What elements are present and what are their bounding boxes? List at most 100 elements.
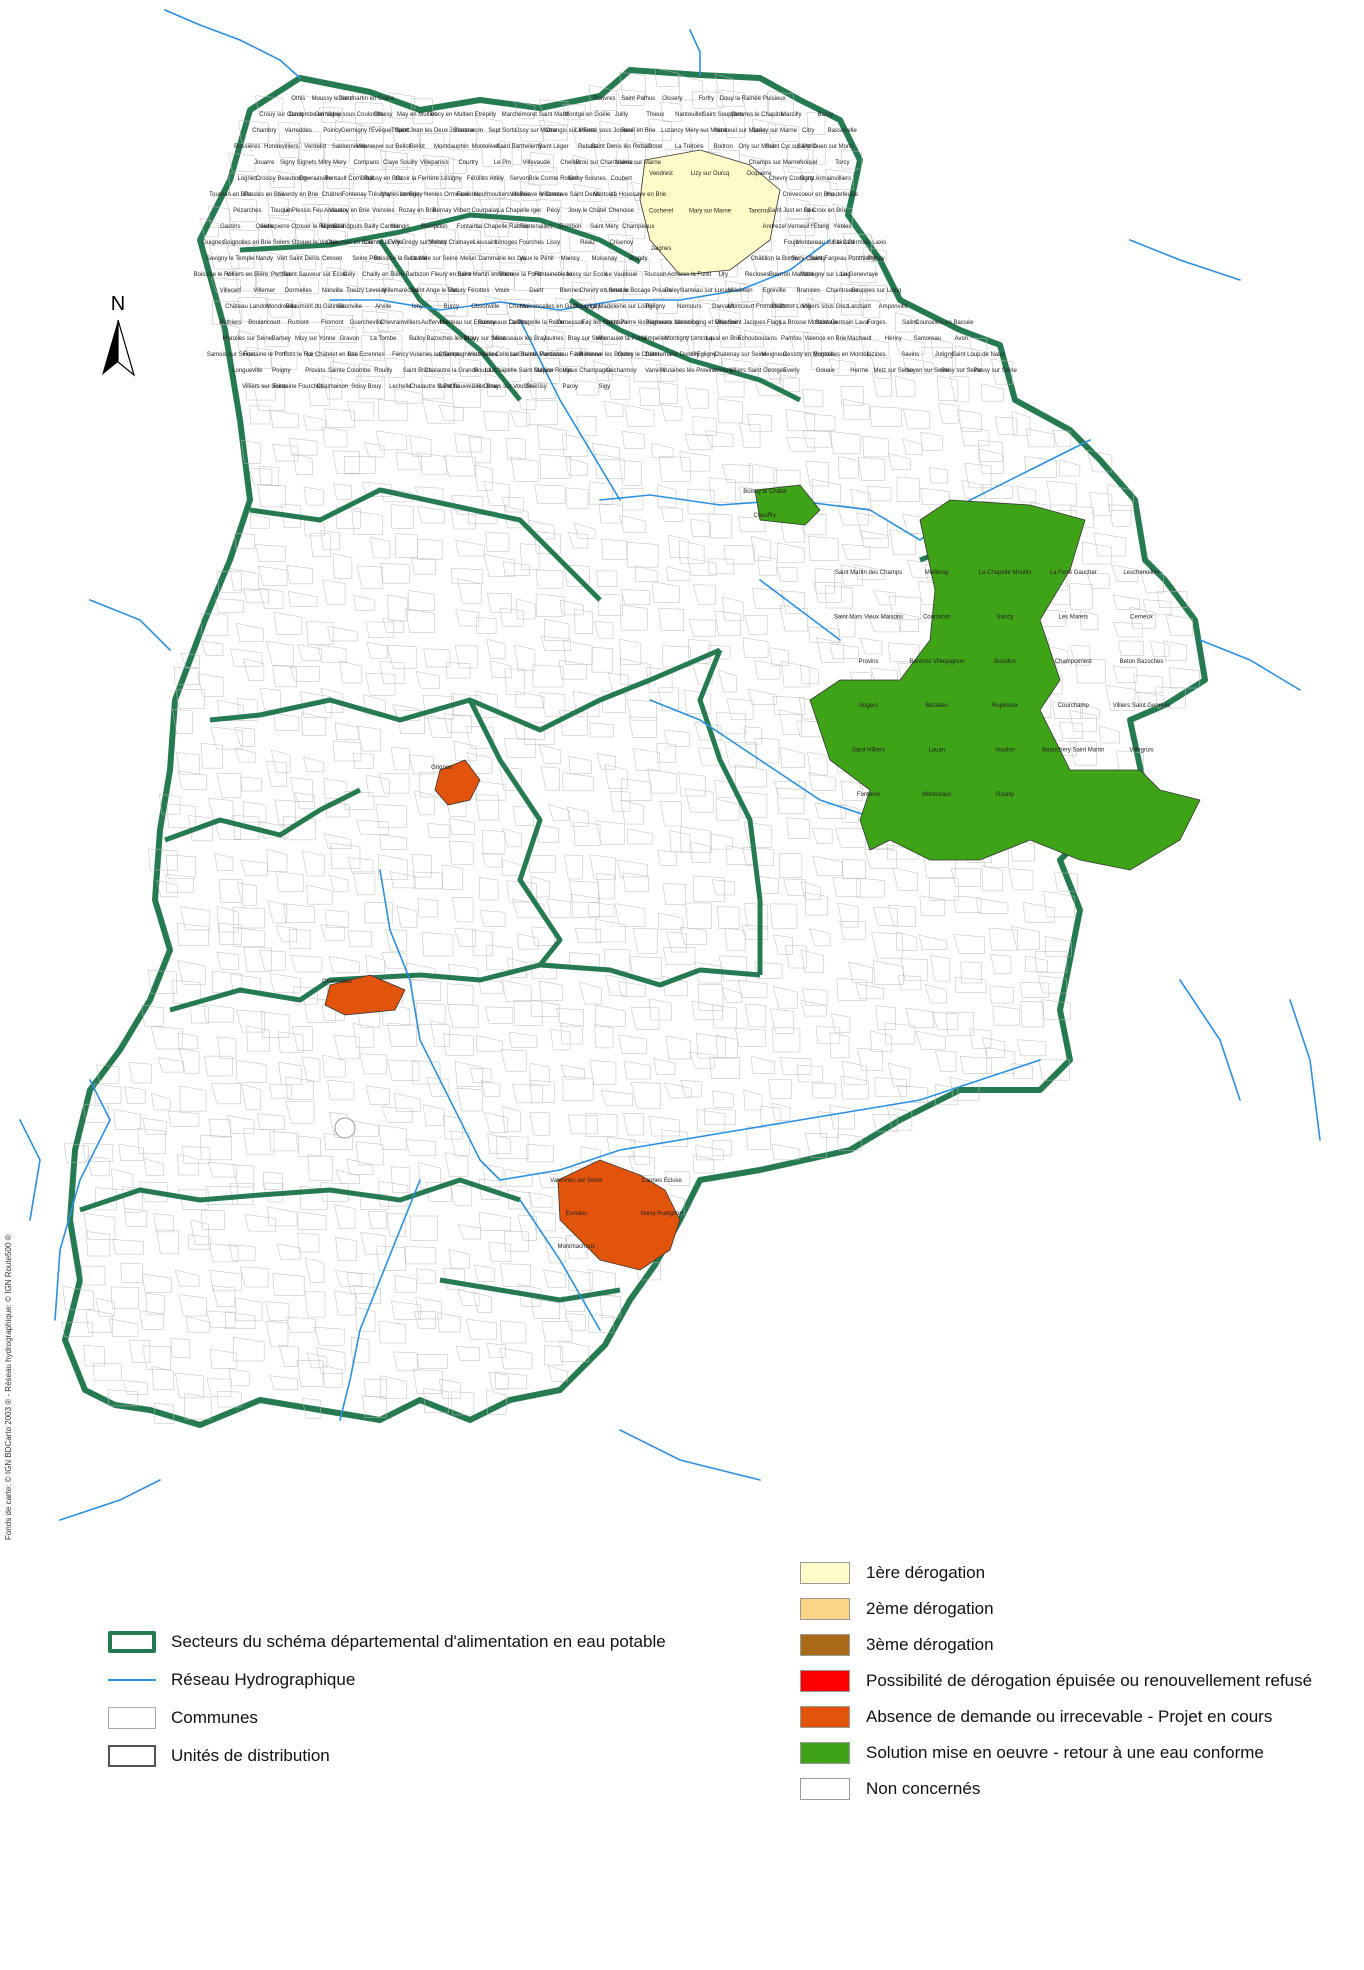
- commune-label: Ichy: [412, 304, 423, 310]
- commune-label: Doue: [648, 144, 663, 150]
- commune-label: Rouilly: [374, 368, 392, 374]
- commune-label: Montereau Fault Yonne: [539, 352, 602, 358]
- legend-category-row: 3ème dérogation: [800, 1634, 994, 1656]
- commune-label: Favières: [457, 192, 480, 198]
- commune-border: [61, 67, 1200, 1424]
- commune-label: Hondevilliers: [264, 144, 298, 150]
- commune-label: Fontains: [457, 224, 480, 230]
- legend-symbol-row: Communes: [108, 1706, 258, 1730]
- commune-label: Cély: [343, 272, 355, 278]
- commune-label: Montdauphin: [434, 144, 469, 150]
- commune-label: Sivry Courtry: [791, 256, 826, 262]
- sector-border: [697, 649, 763, 975]
- zone-project-in-progress: [557, 1159, 681, 1271]
- river-line: [1179, 979, 1241, 1101]
- commune-label: Fontenay Trésigny: [342, 192, 391, 198]
- commune-label: Montigny sur Loing: [800, 272, 851, 278]
- commune-label: Aufferville: [421, 320, 448, 326]
- commune-label: Larchant: [848, 304, 872, 310]
- commune-label: Boissise le Roi: [194, 272, 233, 278]
- sector-border: [79, 1177, 521, 1213]
- commune-label: Champagne sur Seine: [438, 352, 498, 358]
- commune-label: Lizines: [867, 352, 886, 358]
- commune-label: Gironville: [337, 304, 363, 310]
- commune-label: Lechelle: [389, 384, 412, 390]
- commune-label: Soisy Bouy: [351, 384, 381, 390]
- commune-label: Le Pin: [494, 160, 511, 166]
- commune-label: Rouilly: [996, 792, 1014, 798]
- commune-label: Amponville: [879, 304, 909, 310]
- map-credit: Fonds de carte: © IGN BDCarto 2003 ® - R…: [4, 1234, 13, 1540]
- commune-label: Courtry: [458, 160, 478, 166]
- commune-label: Gurcy le Châtel: [618, 352, 659, 358]
- commune-label: Rupéreux: [992, 703, 1018, 709]
- commune-label: Nonville: [322, 288, 344, 294]
- commune-label: Mary sur Marne: [689, 209, 732, 215]
- commune-label: Signy Signets: [280, 160, 317, 166]
- commune-label: Grignon: [431, 765, 452, 771]
- commune-label: Noisiel: [799, 160, 817, 166]
- commune-label: Fromont: [321, 320, 344, 326]
- commune-label: Villeparisis: [420, 160, 449, 166]
- commune-label: Samoreau: [913, 336, 941, 342]
- commune-label: Paroy: [562, 384, 578, 390]
- legend-label: Unités de distribution: [171, 1746, 330, 1765]
- commune-label: Chailly en Bière: [362, 272, 405, 278]
- commune-label: Nanteau sur Essonne: [439, 320, 497, 326]
- commune-label: Noyen sur Seine: [905, 368, 950, 374]
- river-line: [619, 1429, 761, 1481]
- commune-label: Bellot: [410, 144, 425, 150]
- legend-symbol-row: Secteurs du schéma départemental d'alime…: [108, 1630, 666, 1654]
- commune-label: Saint Pierre lès Nemours: [605, 320, 672, 326]
- commune-label: Chelles: [560, 160, 580, 166]
- commune-label: Ury: [719, 272, 728, 278]
- sector-border: [249, 487, 602, 602]
- commune-label: Chevrainvilliers: [380, 320, 421, 326]
- commune-label: Burcy: [444, 304, 459, 310]
- commune-label: Valence en Brie: [804, 336, 847, 342]
- legend-label: 1ère dérogation: [866, 1563, 986, 1582]
- status-zones: [324, 149, 1201, 1271]
- commune-label: Provins: [858, 659, 878, 665]
- commune-label: Touquin: [271, 208, 292, 214]
- commune-border-icon: [108, 1707, 156, 1729]
- commune-label: Hautefeuille: [826, 192, 858, 198]
- commune-label: Montgé en Goële: [564, 112, 611, 118]
- commune-label: Saint Méry: [590, 224, 619, 230]
- legend-label: 2ème dérogation: [866, 1599, 994, 1618]
- commune-label: La Tombe: [370, 336, 397, 342]
- commune-label: Longueville: [232, 368, 263, 374]
- commune-label: Jaulnes: [543, 336, 564, 342]
- commune-label: Samois sur Seine: [207, 352, 255, 358]
- department-outline: [62, 67, 1208, 1428]
- commune-label: Bazoches lès Bray: [426, 336, 476, 342]
- commune-label: Ozoir la Ferrière: [396, 176, 440, 182]
- commune-label: Louan: [928, 748, 945, 754]
- commune-label: Fontaine le Port: [243, 352, 286, 358]
- commune-label: Saint Ouen sur Morin: [797, 144, 854, 150]
- commune-label: Saint Sauveur lès Bray: [438, 384, 499, 390]
- commune-label: Quiers: [255, 224, 273, 230]
- commune-label: Vaux le Pénil: [519, 256, 554, 262]
- commune-label: Grisy Suisnes: [569, 176, 606, 182]
- commune-label: Andrezel: [762, 224, 786, 230]
- commune-label: Brou sur Chantereine: [576, 160, 634, 166]
- legend-symbol-row: Unités de distribution: [108, 1744, 330, 1768]
- commune-label: Vaires sur Marne: [616, 160, 662, 166]
- commune-label: Melun: [460, 256, 476, 262]
- commune-label: Neufmoutiers en Brie: [474, 192, 531, 198]
- commune-label: Presles en Brie: [244, 192, 285, 198]
- commune-label: Villebéon: [728, 288, 753, 294]
- commune-label: Vanvillé: [645, 368, 666, 374]
- commune-label: Fontaine: [857, 792, 881, 798]
- commune-label: Treuzy Levelay: [346, 288, 386, 294]
- river-line: [599, 439, 1091, 541]
- commune-label: La Madeleine sur Loing: [590, 304, 652, 310]
- commune-label: Fontaine Fourches: [273, 384, 323, 390]
- commune-label: Citry: [802, 128, 814, 134]
- commune-label: Beaumont du Gâtinais: [286, 304, 345, 310]
- commune-label: Vert Saint Denis: [277, 256, 320, 262]
- commune-label: Germigny sous Coulombs: [315, 112, 384, 118]
- legend-swatch: [800, 1706, 850, 1728]
- commune-label: Blennes: [559, 288, 581, 294]
